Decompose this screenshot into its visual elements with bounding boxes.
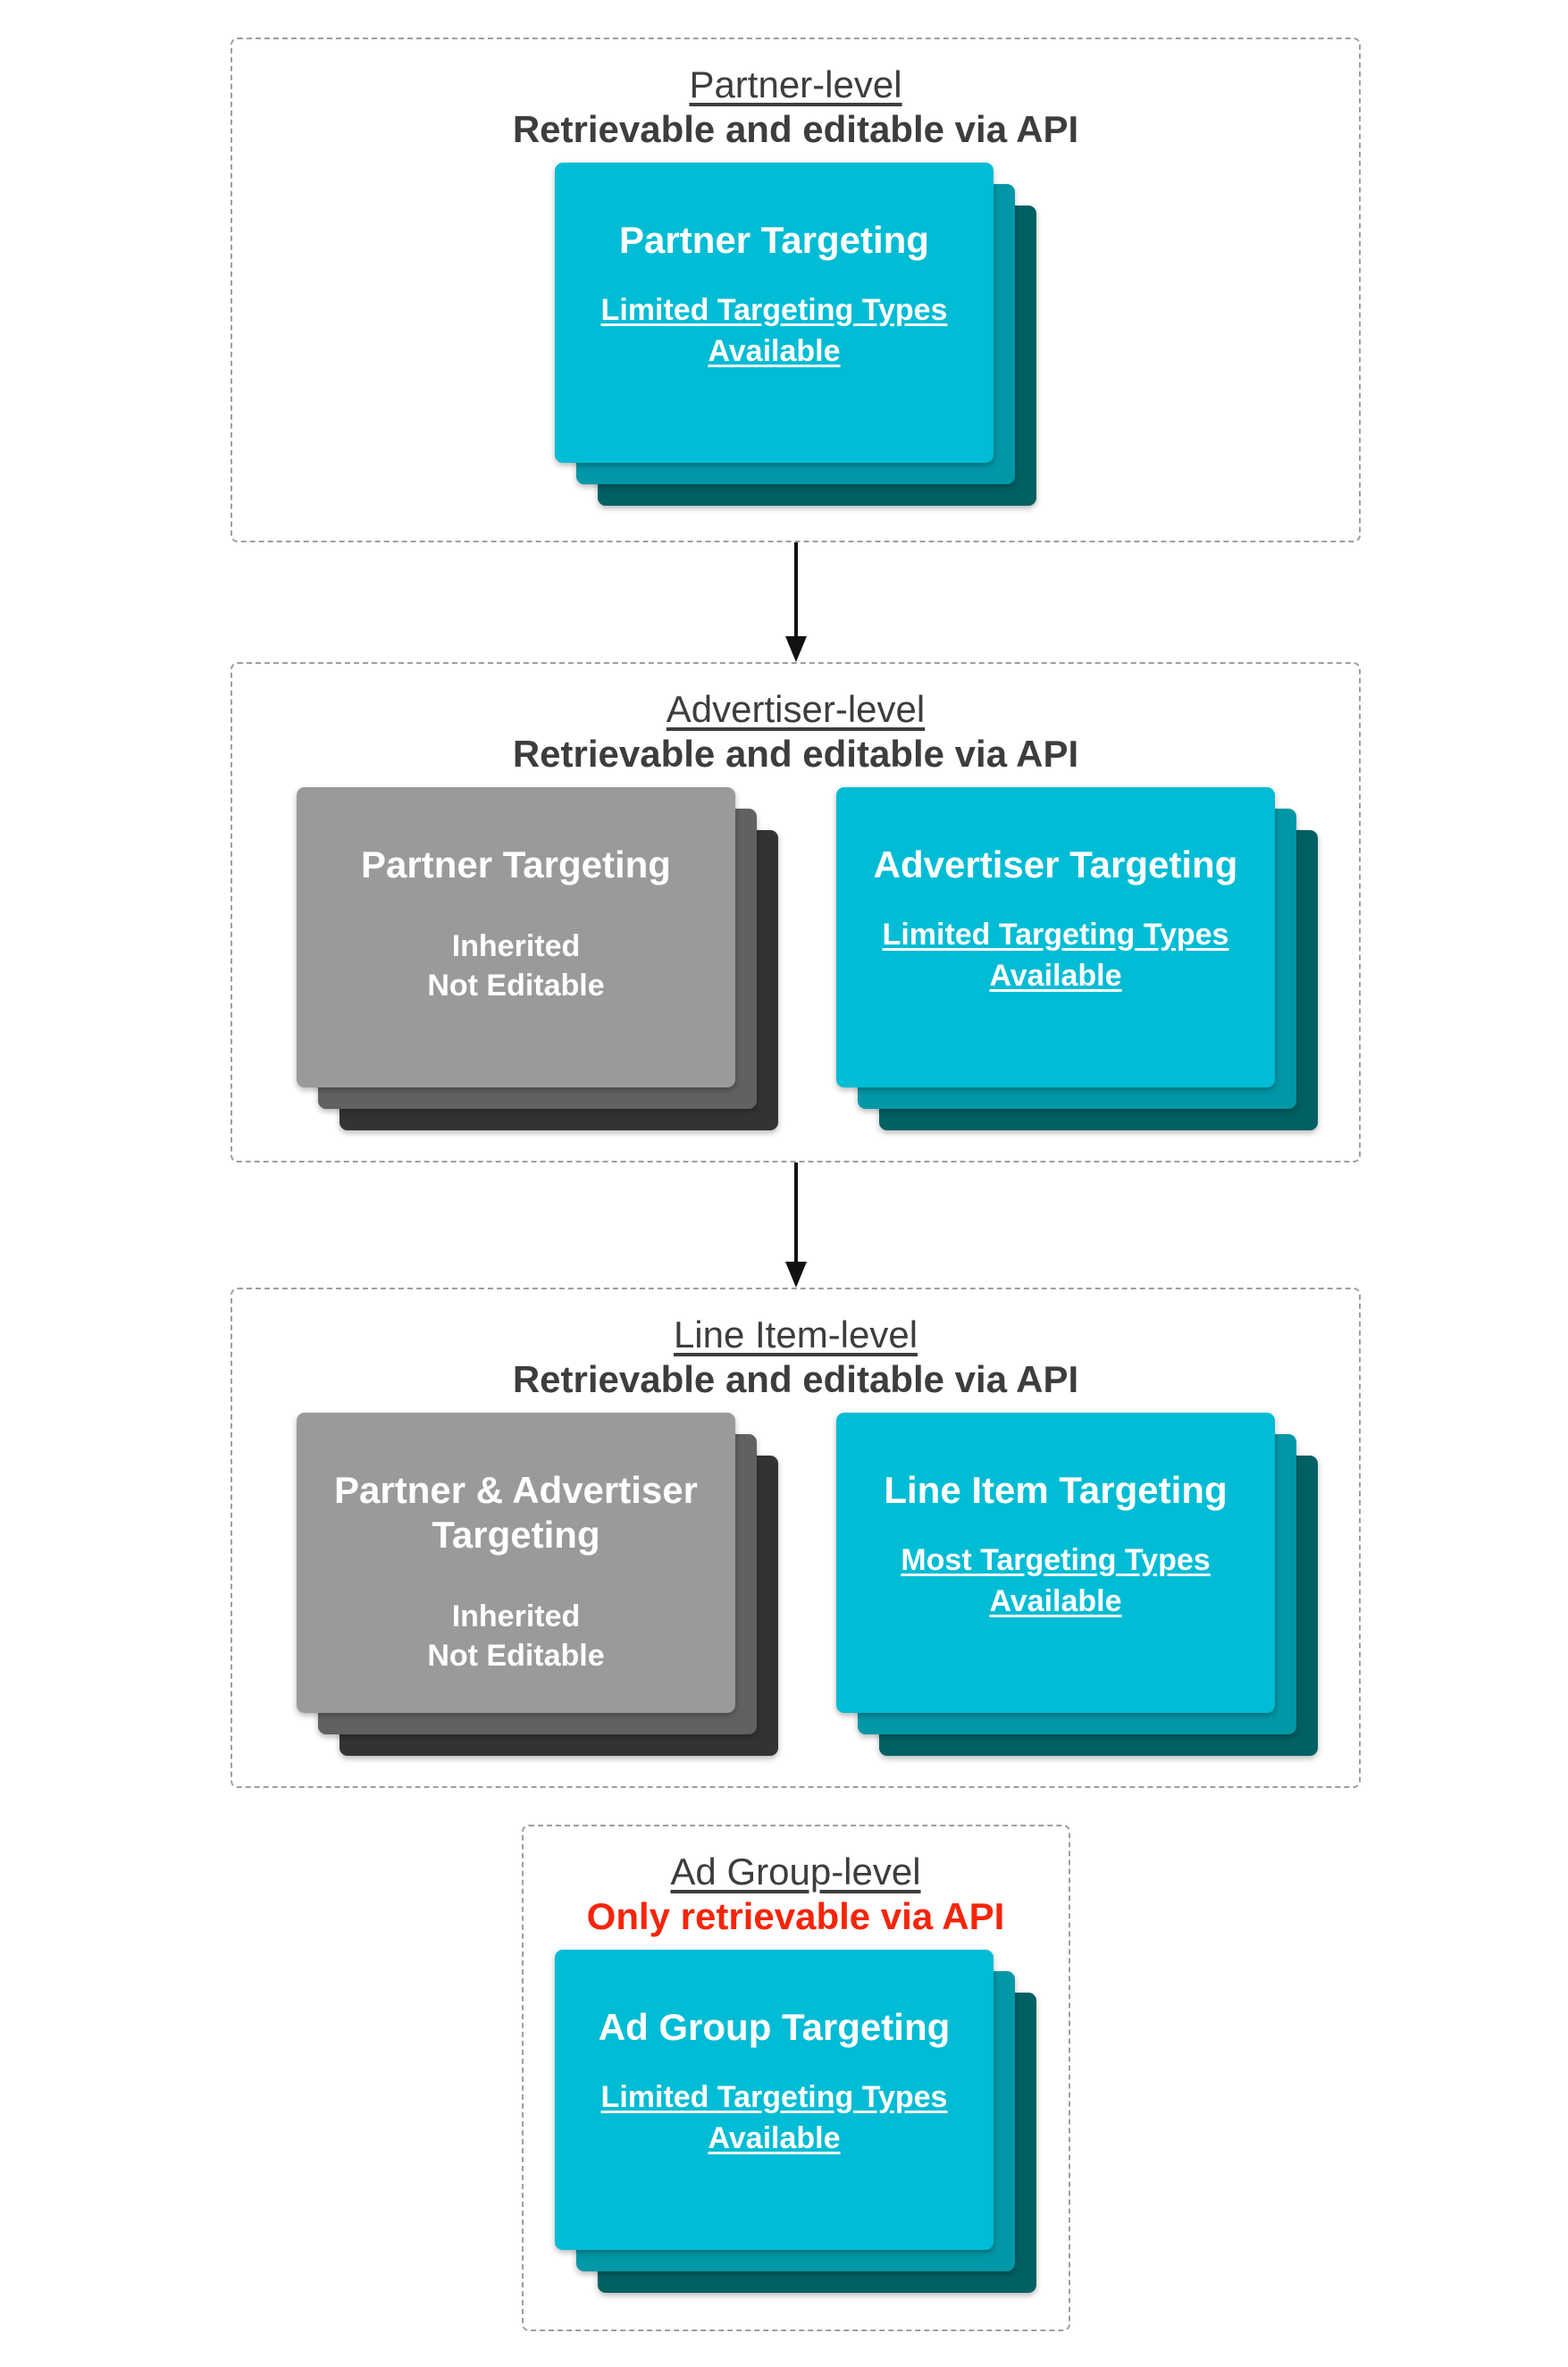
card-body-line: Limited Targeting Types bbox=[600, 2080, 948, 2114]
level-title: Partner-level bbox=[689, 63, 902, 105]
card-body-line: Limited Targeting Types bbox=[882, 918, 1229, 952]
card-body: Limited Targeting Types Available bbox=[555, 2077, 994, 2159]
arrow-down-icon bbox=[784, 636, 807, 662]
card-body-line: Available bbox=[708, 334, 841, 368]
section-gap bbox=[231, 1788, 1361, 1825]
card-body-line: Available bbox=[989, 1584, 1122, 1618]
level-subtitle: Only retrievable via API bbox=[586, 1895, 1005, 1937]
card-body-line: Available bbox=[989, 959, 1122, 993]
diagram-column: Partner-level Retrievable and editable v… bbox=[231, 0, 1361, 2331]
cards-row: Partner Targeting Inherited Not Editable… bbox=[232, 787, 1359, 1130]
level-title: Advertiser-level bbox=[666, 688, 926, 730]
card-body: Inherited Not Editable bbox=[297, 927, 735, 1005]
level-section-ad-group: Ad Group-level Only retrievable via API … bbox=[521, 1825, 1070, 2331]
flow-arrow bbox=[231, 1163, 1361, 1288]
card-stack-partner-targeting: Partner Targeting Limited Targeting Type… bbox=[555, 163, 1036, 506]
card-partner-targeting-inherited: Partner Targeting Inherited Not Editable bbox=[297, 787, 735, 1087]
card-title-line: Line Item Targeting bbox=[884, 1469, 1228, 1511]
arrow-shaft bbox=[793, 1163, 798, 1262]
level-subtitle: Retrievable and editable via API bbox=[512, 733, 1079, 775]
card-body-line: Inherited bbox=[451, 1599, 581, 1633]
card-title-line: Ad Group Targeting bbox=[598, 2006, 951, 2048]
card-title-line: Partner & Advertiser bbox=[334, 1469, 698, 1511]
level-section-partner: Partner-level Retrievable and editable v… bbox=[231, 38, 1361, 542]
cards-row: Ad Group Targeting Limited Targeting Typ… bbox=[524, 1950, 1069, 2293]
cards-row: Partner & Advertiser Targeting Inherited… bbox=[232, 1413, 1359, 1756]
level-section-line-item: Line Item-level Retrievable and editable… bbox=[231, 1288, 1361, 1788]
card-stack-ad-group-targeting: Ad Group Targeting Limited Targeting Typ… bbox=[555, 1950, 1036, 2293]
card-body-line: Most Targeting Types bbox=[901, 1543, 1211, 1577]
cards-row: Partner Targeting Limited Targeting Type… bbox=[232, 163, 1359, 506]
card-title: Ad Group Targeting bbox=[555, 2005, 994, 2050]
card-stack-partner-targeting-inherited: Partner Targeting Inherited Not Editable bbox=[297, 787, 778, 1130]
card-title-line: Advertiser Targeting bbox=[873, 844, 1238, 886]
card-body-line: Limited Targeting Types bbox=[600, 293, 948, 327]
card-title-line: Partner Targeting bbox=[361, 844, 671, 886]
card-title: Partner & Advertiser Targeting bbox=[297, 1468, 735, 1557]
card-body: Most Targeting Types Available bbox=[836, 1540, 1275, 1622]
card-body-line: Inherited bbox=[451, 929, 581, 963]
level-subtitle: Retrievable and editable via API bbox=[512, 108, 1079, 150]
card-ad-group-targeting: Ad Group Targeting Limited Targeting Typ… bbox=[555, 1950, 994, 2250]
card-title: Partner Targeting bbox=[555, 218, 994, 263]
card-partner-targeting: Partner Targeting Limited Targeting Type… bbox=[555, 163, 994, 463]
card-title: Advertiser Targeting bbox=[836, 843, 1275, 887]
arrow-shaft bbox=[793, 542, 798, 636]
card-title: Partner Targeting bbox=[297, 843, 735, 887]
card-body-line: Not Editable bbox=[427, 969, 605, 1003]
card-partner-advertiser-targeting: Partner & Advertiser Targeting Inherited… bbox=[297, 1413, 735, 1713]
arrow-down-icon bbox=[784, 1262, 807, 1288]
card-title-line: Partner Targeting bbox=[619, 219, 929, 261]
level-subtitle: Retrievable and editable via API bbox=[512, 1358, 1079, 1400]
card-body-line: Not Editable bbox=[427, 1639, 605, 1673]
card-title: Line Item Targeting bbox=[836, 1468, 1275, 1513]
card-body: Limited Targeting Types Available bbox=[836, 914, 1275, 996]
level-title: Line Item-level bbox=[673, 1314, 918, 1356]
card-stack-line-item-targeting: Line Item Targeting Most Targeting Types… bbox=[836, 1413, 1318, 1756]
card-advertiser-targeting: Advertiser Targeting Limited Targeting T… bbox=[836, 787, 1275, 1087]
card-line-item-targeting: Line Item Targeting Most Targeting Types… bbox=[836, 1413, 1275, 1713]
level-title: Ad Group-level bbox=[670, 1851, 921, 1893]
level-section-advertiser: Advertiser-level Retrievable and editabl… bbox=[231, 662, 1361, 1163]
card-body-line: Available bbox=[708, 2121, 841, 2155]
card-title-line: Targeting bbox=[432, 1514, 600, 1556]
card-stack-partner-advertiser-targeting: Partner & Advertiser Targeting Inherited… bbox=[297, 1413, 778, 1756]
card-stack-advertiser-targeting: Advertiser Targeting Limited Targeting T… bbox=[836, 787, 1318, 1130]
card-body: Limited Targeting Types Available bbox=[555, 290, 994, 372]
flow-arrow bbox=[231, 542, 1361, 662]
card-body: Inherited Not Editable bbox=[297, 1597, 735, 1675]
